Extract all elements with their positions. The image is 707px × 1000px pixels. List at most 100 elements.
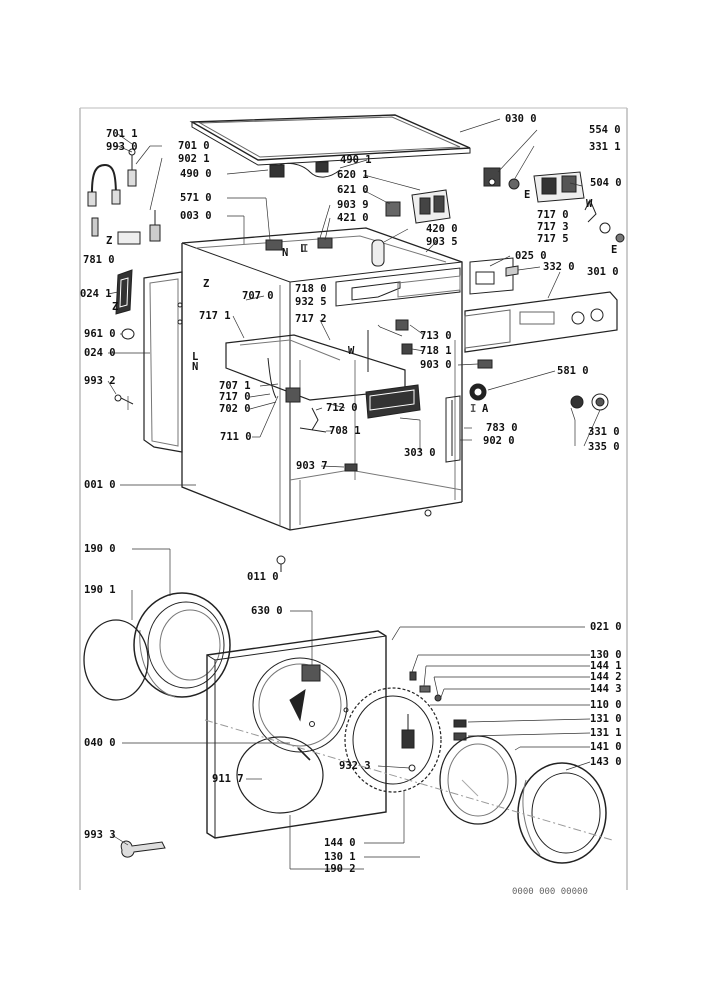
top-cover [189, 114, 471, 166]
part-label-903-5: 903 5 [426, 236, 458, 248]
clamp-ring-190-1 [83, 619, 149, 701]
part-label-717-3: 717 3 [537, 221, 569, 233]
part-label-903-0: 903 0 [420, 359, 452, 371]
part-label-903-9: 903 9 [337, 199, 369, 211]
part-label-024-0: 024 0 [84, 347, 116, 359]
part-label-130-1: 130 1 [324, 851, 356, 863]
small-parts-130-144 [408, 671, 467, 772]
door-frame-143 [517, 762, 607, 864]
part-label-702-0: 702 0 [219, 403, 251, 415]
marker-e-2: E [611, 244, 618, 256]
part-label-021-0: 021 0 [590, 621, 622, 633]
part-label-902-1: 902 1 [178, 153, 210, 165]
part-label-781-0: 781 0 [83, 254, 115, 266]
part-label-717-1: 717 1 [199, 310, 231, 322]
knob-581 [469, 383, 487, 401]
part-label-131-1: 131 1 [590, 727, 622, 739]
rear-panel [143, 271, 183, 453]
part-label-421-0: 421 0 [337, 212, 369, 224]
part-label-718-1: 718 1 [420, 345, 452, 357]
part-label-554-0: 554 0 [589, 124, 621, 136]
part-label-141-0: 141 0 [590, 741, 622, 753]
marker-bar-2: I [470, 403, 477, 415]
part-label-911-7: 911 7 [212, 773, 244, 785]
part-label-131-0: 131 0 [590, 713, 622, 725]
marker-l-1: L [300, 243, 307, 255]
part-554 [483, 167, 501, 187]
front-panel [206, 630, 387, 839]
part-331-1 [508, 178, 520, 190]
filter-part [115, 269, 133, 315]
capacitor-420 [371, 239, 385, 267]
part-label-011-0: 011 0 [247, 571, 279, 583]
part-label-040-0: 040 0 [84, 737, 116, 749]
detergent-drawer [365, 384, 421, 419]
part-label-718-0: 718 0 [295, 283, 327, 295]
inlet-hose [87, 148, 161, 245]
part-label-993-0: 993 0 [106, 141, 138, 153]
part-label-504-0: 504 0 [590, 177, 622, 189]
part-label-144-1: 144 1 [590, 660, 622, 672]
part-label-144-0: 144 0 [324, 837, 356, 849]
part-label-581-0: 581 0 [557, 365, 589, 377]
foot-011 [276, 555, 286, 572]
gasket-961 [121, 328, 135, 340]
switch-621 [385, 201, 401, 217]
part-label-717-0b: 717 0 [219, 391, 251, 403]
part-label-190-0: 190 0 [84, 543, 116, 555]
leader-lines [107, 118, 601, 870]
part-label-110-0: 110 0 [590, 699, 622, 711]
part-label-707-0: 707 0 [242, 290, 274, 302]
part-label-961-0: 961 0 [84, 328, 116, 340]
part-label-190-2: 190 2 [324, 863, 356, 875]
part-label-783-0: 783 0 [486, 422, 518, 434]
footer-code: 0000 000 00000 [512, 887, 588, 897]
part-label-490-1: 490 1 [340, 154, 372, 166]
part-label-993-3: 993 3 [84, 829, 116, 841]
part-label-190-1: 190 1 [84, 584, 116, 596]
hinge-993-3 [120, 840, 166, 858]
part-label-717-0: 717 0 [537, 209, 569, 221]
marker-z-2: Z [112, 301, 119, 313]
part-label-420-0: 420 0 [426, 223, 458, 235]
part-label-932-5: 932 5 [295, 296, 327, 308]
marker-n-1: N [282, 247, 289, 259]
part-label-332-0: 332 0 [543, 261, 575, 273]
marker-n-2: N [192, 361, 199, 373]
part-label-717-5: 717 5 [537, 233, 569, 245]
door-inner-ring [344, 687, 442, 793]
part-label-712-0: 712 0 [326, 402, 358, 414]
marker-l-2: L [192, 351, 199, 363]
part-label-144-3: 144 3 [590, 683, 622, 695]
part-label-490-0: 490 0 [180, 168, 212, 180]
relay-620 [411, 189, 451, 224]
part-label-932-3: 932 3 [339, 760, 371, 772]
block-571 [265, 239, 283, 251]
part-label-303-0: 303 0 [404, 447, 436, 459]
part-label-708-1: 708 1 [329, 425, 361, 437]
marker-z-3: Z [203, 278, 210, 290]
screw-903-7 [344, 463, 358, 472]
part-label-001-0: 001 0 [84, 479, 116, 491]
part-label-024-1: 024 1 [80, 288, 112, 300]
part-label-993-2: 993 2 [84, 375, 116, 387]
part-label-331-1: 331 1 [589, 141, 621, 153]
part-label-130-0: 130 0 [590, 649, 622, 661]
part-label-711-0: 711 0 [220, 431, 252, 443]
screw-993-2 [114, 394, 134, 410]
part-label-003-0: 003 0 [180, 210, 212, 222]
part-label-717-2: 717 2 [295, 313, 327, 325]
marker-w-1: W [348, 345, 355, 357]
knob-335-0 [591, 393, 609, 411]
part-label-571-0: 571 0 [180, 192, 212, 204]
part-label-701-1: 701 1 [106, 128, 138, 140]
marker-e-1: E [524, 189, 531, 201]
part-label-143-0: 143 0 [590, 756, 622, 768]
door-glass-141 [439, 735, 517, 825]
part-label-902-0: 902 0 [483, 435, 515, 447]
valve-parts [299, 319, 493, 433]
part-label-030-0: 030 0 [505, 113, 537, 125]
bracket-902-0 [445, 395, 461, 463]
